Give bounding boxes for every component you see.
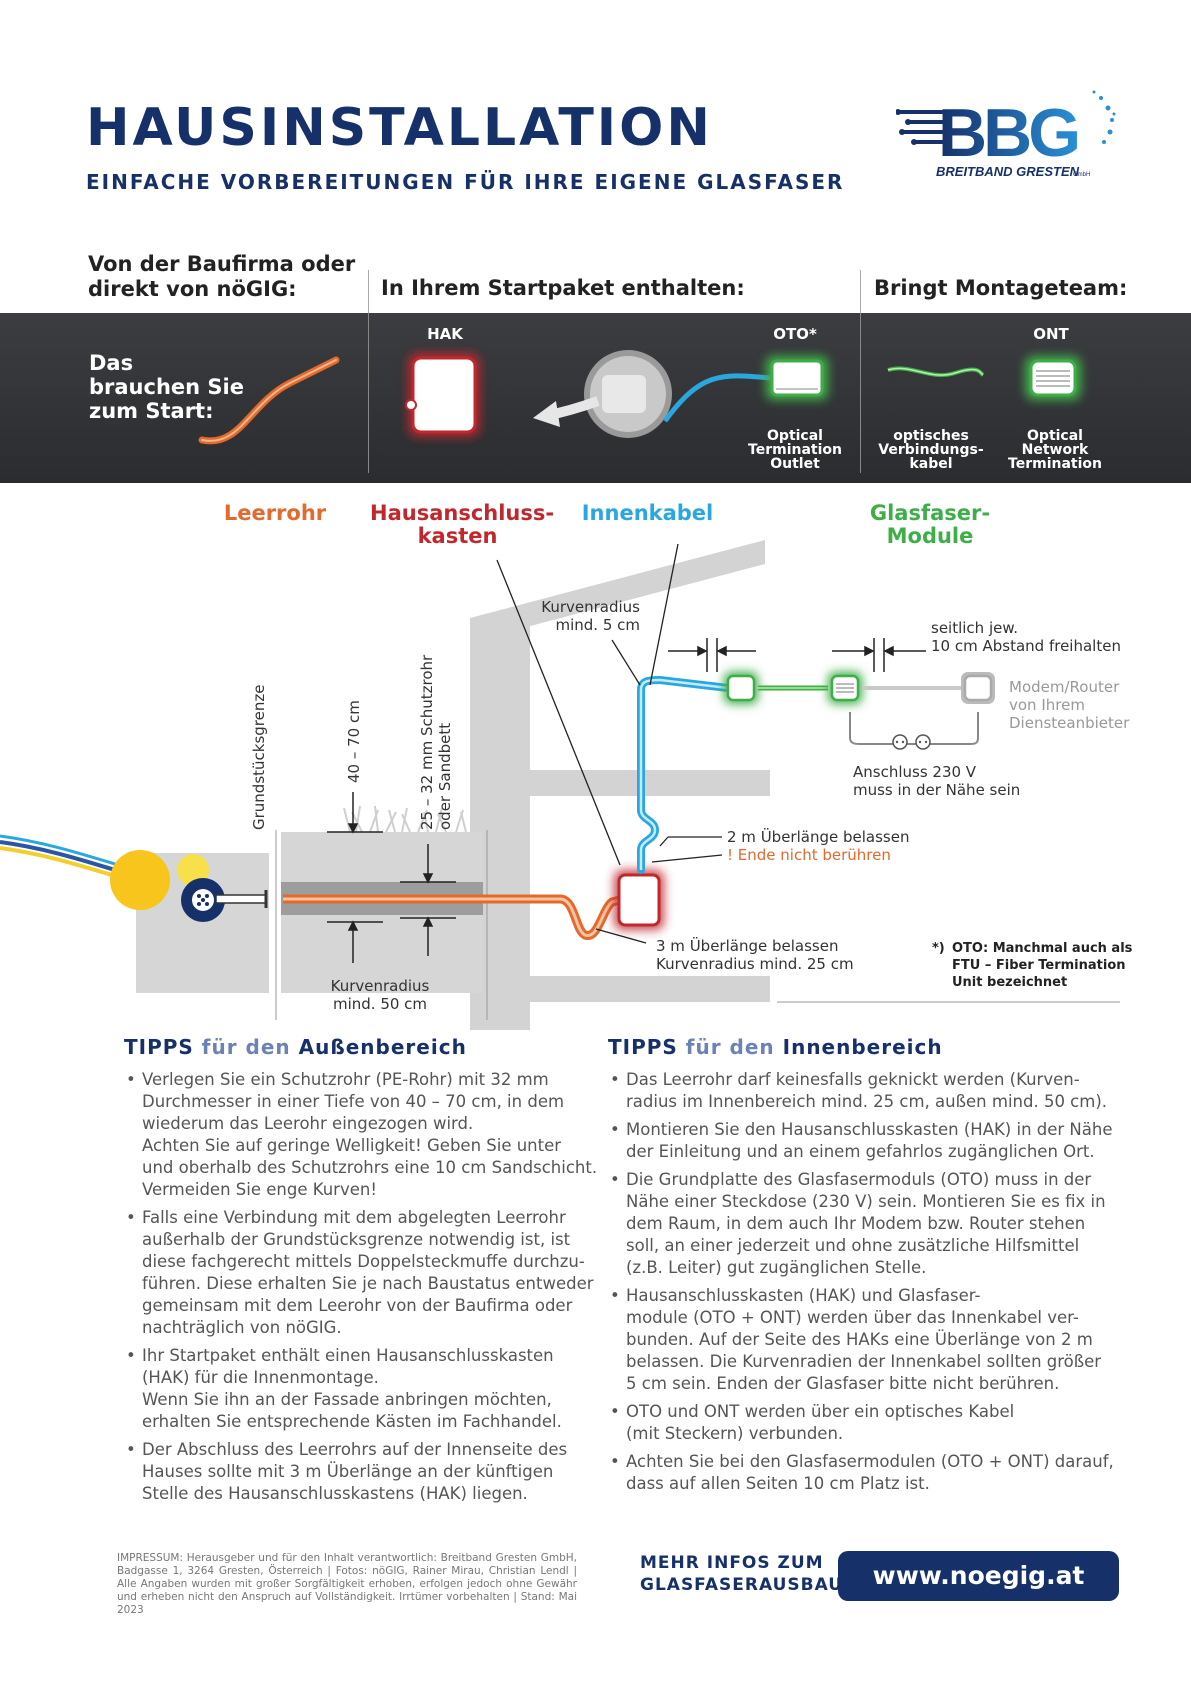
category-module: Glasfaser-Module [869,501,991,548]
divider [860,270,861,313]
power-socket-icon [892,734,931,750]
tips-outside-heading: TIPPS für den Außenbereich [124,1035,467,1059]
list-item: Verlegen Sie ein Schutzrohr (PE-Rohr) mi… [124,1069,604,1201]
column-head-montageteam: Bringt Montageteam: [874,276,1128,300]
page-subtitle: EINFACHE VORBEREITUNGEN FÜR IHRE EIGENE … [86,170,845,194]
website-link[interactable]: www.noegig.at [838,1551,1119,1601]
hak-box-icon [405,356,477,434]
leerrohr-icon [198,356,340,445]
label-abstand: seitlich jew.10 cm Abstand freihalten [931,619,1121,655]
divider [368,270,369,313]
label-ueberlaenge-2m: 2 m Überlänge belassen [727,828,910,846]
hak-box-icon [617,873,661,927]
label-ende-nicht: ! Ende nicht berühren [727,846,891,864]
band-illustration [198,350,1081,445]
list-item: Der Abschluss des Leerrohrs auf der Inne… [124,1439,604,1505]
tips-inside-list: Das Leerrohr darf keinesfalls geknickt w… [608,1069,1128,1501]
list-item: Hausanschlusskasten (HAK) und Glasfaser-… [608,1285,1128,1395]
impressum: IMPRESSUM: Herausgeber und für den Inhal… [117,1552,577,1616]
svg-text:GmbH: GmbH [1073,172,1090,178]
page-title: HAUSINSTALLATION [86,98,713,158]
hak-label: HAK [427,325,463,343]
svg-text:BBG: BBG [938,95,1077,171]
category-leerrohr: Leerrohr [223,501,327,525]
oto-icon [726,674,756,702]
category-innenkabel: Innenkabel [581,501,714,525]
category-hak: Hausanschluss-kasten [370,501,555,548]
svg-text:BREITBAND GRESTEN: BREITBAND GRESTEN [936,164,1080,179]
house-silhouette [470,540,770,1030]
list-item: Die Grundplatte des Glasfasermoduls (OTO… [608,1169,1128,1279]
list-item: Das Leerrohr darf keinesfalls geknickt w… [608,1069,1128,1113]
oto-label: OTO* [773,325,817,343]
installation-diagram [0,540,1120,1030]
list-item: OTO und ONT werden über ein optisches Ka… [608,1401,1128,1445]
bbg-logo: BBG BREITBAND GRESTEN GmbH [895,80,1116,180]
label-tiefe: 40 – 70 cm [345,700,363,783]
oto-icon [770,359,824,397]
divider [368,313,369,473]
router-icon [963,674,993,702]
list-item: Achten Sie bei den Glasfasermodulen (OTO… [608,1451,1128,1495]
list-item: Falls eine Verbindung mit dem abgelegten… [124,1207,604,1339]
list-item: Ihr Startpaket enthält einen Hausanschlu… [124,1345,604,1433]
column-head-startpaket: In Ihrem Startpaket enthalten: [381,276,745,300]
ont-label: ONT [1033,325,1069,343]
tips-inside-heading: TIPPS für den Innenbereich [608,1035,943,1059]
divider [860,313,861,473]
grass [343,805,467,833]
label-grundstuecksgrenze: Grundstücksgrenze [250,684,268,830]
list-item: Montieren Sie den Hausanschlusskasten (H… [608,1119,1128,1163]
tips-outside-list: Verlegen Sie ein Schutzrohr (PE-Rohr) mi… [124,1069,604,1511]
ont-icon [1029,359,1077,397]
